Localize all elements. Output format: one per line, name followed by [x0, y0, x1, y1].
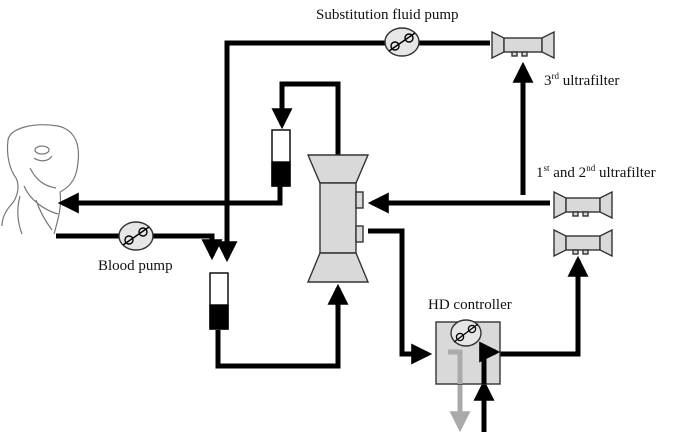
third-ultrafilter-text: ultrafilter [559, 73, 620, 89]
drip-chamber-lower [209, 272, 229, 330]
controller-inner-out [479, 341, 501, 384]
second-sup: nd [586, 163, 596, 173]
blood-pump-label: Blood pump [98, 258, 173, 274]
substitution-pump-icon [384, 27, 420, 57]
pre-dialyzer-line [215, 283, 349, 369]
hd-controller-box [435, 319, 501, 385]
patient-head-icon [1, 124, 80, 235]
dialysate-out-line [368, 228, 433, 365]
and-second-number: and 2 [549, 165, 587, 181]
substitution-line [216, 40, 490, 263]
post-dialyzer-line [271, 81, 341, 155]
dialyzer [306, 154, 370, 283]
drip-chamber-upper [271, 129, 291, 187]
first-second-ultrafilter-label: 1st and 2nd ultrafilter [536, 164, 656, 181]
ultrafilter-3 [491, 30, 555, 60]
first-number: 1 [536, 165, 544, 181]
ultrafilter-1 [553, 190, 613, 220]
venous-return-line [57, 186, 283, 214]
third-ultrafilter-sup: rd [551, 71, 560, 81]
substitution-pump-label: Substitution fluid pump [316, 7, 459, 23]
hd-controller-label: HD controller [428, 297, 512, 313]
third-ultrafilter-number: 3 [544, 73, 552, 89]
third-ultrafilter-label: 3rd ultrafilter [544, 72, 619, 89]
ultrafilter-2 [553, 228, 613, 258]
controller-drain-inner [448, 349, 463, 384]
arterial-blood-line [56, 233, 223, 261]
first-sup: st [543, 163, 550, 173]
fresh-dialysate-line [500, 255, 589, 357]
first-second-text: ultrafilter [595, 165, 656, 181]
blood-pump-icon [118, 221, 154, 251]
